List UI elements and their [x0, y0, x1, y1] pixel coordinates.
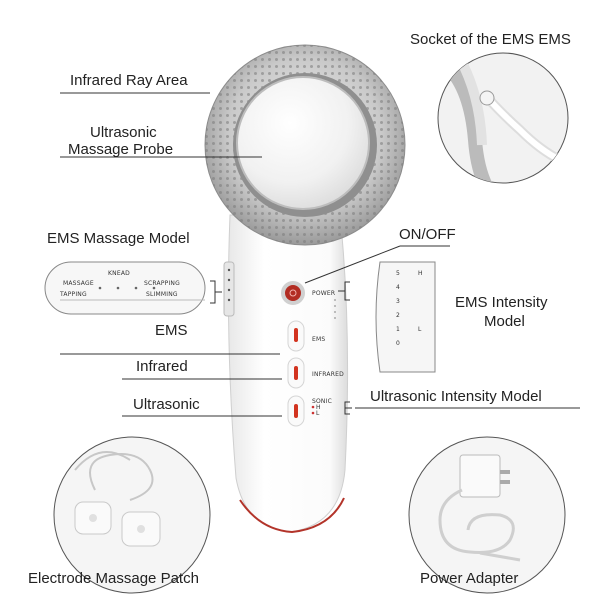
- sonic-l-label: L: [316, 410, 320, 417]
- ems-intensity-label-line1: EMS Intensity: [455, 294, 548, 311]
- ultrasonic-intensity-model-label: Ultrasonic Intensity Model: [370, 388, 542, 405]
- intensity-levels: 5 4 3 2 1 0: [396, 270, 416, 354]
- mode-panel-shape: [44, 261, 206, 315]
- sonic-button-label: SONIC: [312, 398, 332, 405]
- ems-massage-model-label: EMS Massage Model: [47, 230, 190, 247]
- electrode-patch-label: Electrode Massage Patch: [28, 570, 199, 587]
- power-button-label: POWER: [312, 290, 336, 297]
- intensity-level: 4: [396, 284, 401, 291]
- sonic-h-label: H: [316, 404, 321, 411]
- infrared-label: Infrared: [136, 358, 188, 375]
- power-button[interactable]: [281, 281, 305, 305]
- intensity-level: 3: [396, 298, 401, 305]
- ultrasonic-button[interactable]: [288, 396, 304, 426]
- infrared-button[interactable]: [288, 358, 304, 388]
- mode-slimming: SLIMMING: [146, 291, 178, 298]
- socket-ems-label: Socket of the EMS EMS: [410, 31, 571, 48]
- infrared-button-label: INFRARED: [312, 371, 344, 378]
- intensity-level: 0: [396, 340, 401, 347]
- infrared-ray-area-label: Infrared Ray Area: [70, 72, 188, 89]
- mode-knead: KNEAD: [108, 270, 130, 277]
- intensity-level: 2: [396, 312, 401, 319]
- power-button-shape: [281, 281, 305, 305]
- ultrasonic-probe: [236, 76, 370, 210]
- power-adapter-label: Power Adapter: [420, 570, 519, 587]
- intensity-level: 1: [396, 326, 401, 333]
- mode-tapping: TAPPING: [60, 291, 87, 298]
- ems-label: EMS: [155, 322, 188, 339]
- ems-button-label: EMS: [312, 336, 326, 343]
- intensity-high: H: [418, 270, 423, 277]
- ultrasonic-probe-label-line1: Ultrasonic: [90, 124, 157, 141]
- intensity-panel-shape: [375, 261, 436, 373]
- intensity-low: L: [418, 326, 422, 333]
- ems-button[interactable]: [288, 321, 304, 351]
- on-off-label: ON/OFF: [399, 226, 456, 243]
- ultrasonic-probe-label-line2: Massage Probe: [68, 141, 174, 158]
- mode-scrapping: SCRAPPING: [144, 280, 180, 287]
- mode-massage: MASSAGE: [63, 280, 94, 287]
- intensity-level: 5: [396, 270, 401, 277]
- ems-intensity-label-line2: Model: [484, 313, 525, 330]
- ultrasonic-label: Ultrasonic: [133, 396, 200, 413]
